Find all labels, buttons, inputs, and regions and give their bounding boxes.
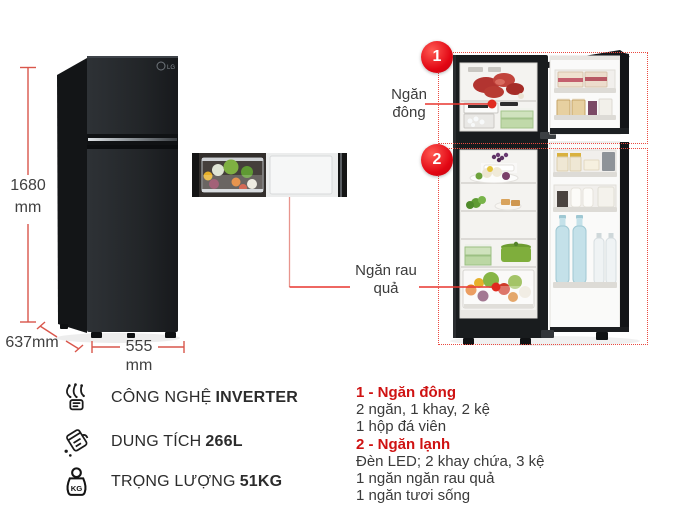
closed-fridge-photo: LG (56, 56, 180, 343)
crisper-label-line2: quả (373, 280, 399, 297)
spec-value: 51KG (239, 473, 283, 490)
freezer-label-line2: đông (392, 104, 426, 121)
fridge-zone-outline (438, 148, 648, 345)
marker-1-badge: 1 (421, 41, 453, 73)
width-value-label: 555 (125, 338, 153, 355)
legend-line: Đèn LED; 2 khay chứa, 3 kệ (356, 452, 545, 470)
crisper-inset-photo (192, 153, 347, 197)
kg-icon-text: KG (71, 484, 83, 493)
height-unit-label: mm (14, 199, 42, 216)
legend-heading-fridge: 2 - Ngăn lạnh (356, 435, 451, 453)
freezer-label-line1: Ngăn (391, 86, 427, 103)
depth-label: 637mm (5, 334, 59, 351)
weight-kg-icon: KG (66, 467, 87, 496)
crisper-label-line1: Ngăn rau (355, 262, 417, 279)
marker-1-number: 1 (432, 48, 442, 65)
height-value-label: 1680 (10, 177, 46, 194)
spec-label: TRỌNG LƯỢNG (111, 473, 236, 490)
lg-logo-icon (156, 61, 166, 71)
inverter-chip-icon (66, 383, 85, 411)
spec-label: CÔNG NGHỆ (111, 389, 212, 406)
brand-badge: LG (167, 65, 175, 71)
legend-heading-freezer: 1 - Ngăn đông (356, 384, 456, 401)
marker-2-number: 2 (432, 151, 442, 168)
width-unit-label: mm (125, 357, 153, 374)
legend-line: 1 hộp đá viên (356, 418, 447, 436)
legend-line: 2 ngăn, 1 khay, 2 kệ (356, 401, 490, 419)
compartment-legend: 1 - Ngăn đông 2 ngăn, 1 khay, 2 kệ 1 hộp… (356, 384, 544, 504)
legend-line: 1 ngăn tươi sống (356, 487, 471, 505)
capacity-jug-icon (64, 429, 89, 457)
spec-value: 266L (205, 433, 243, 450)
marker-2-badge: 2 (421, 144, 453, 176)
legend-line: 1 ngăn ngăn rau quả (356, 470, 495, 488)
crisper-callout-label: Ngăn rau quả (348, 262, 424, 298)
spec-label: DUNG TÍCH (111, 433, 202, 450)
freezer-zone-outline (438, 52, 648, 144)
freezer-callout-label: Ngăn đông (381, 86, 437, 122)
spec-value: INVERTER (215, 389, 298, 406)
